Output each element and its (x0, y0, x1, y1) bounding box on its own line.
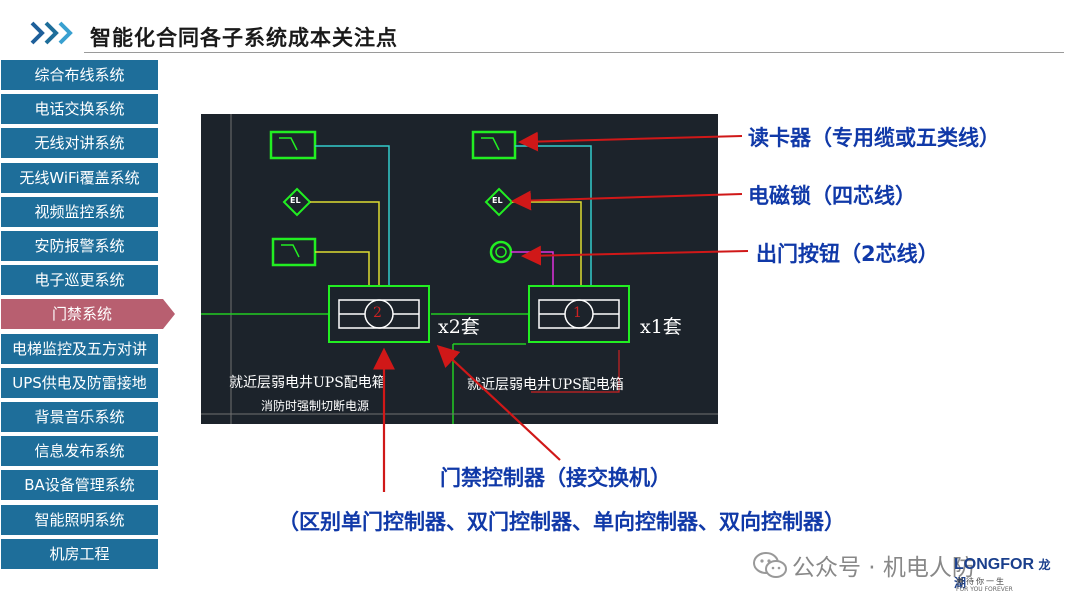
cad-note-left-1: 就近层弱电井UPS配电箱 (229, 375, 386, 391)
sidebar-item[interactable]: 电梯监控及五方对讲 (1, 333, 158, 365)
callout-controller-types: （区别单门控制器、双门控制器、单向控制器、双向控制器） (278, 510, 845, 534)
mag-lock-right (484, 187, 514, 217)
cad-note-left-2: 消防时强制切断电源 (261, 399, 370, 413)
sidebar-item[interactable]: 机房工程 (1, 538, 158, 570)
sidebar-item[interactable]: 视频监控系统 (1, 196, 158, 228)
card-reader-left (269, 130, 317, 160)
door-count-left: 2 (373, 305, 382, 321)
logo-cn: 龙湖 (954, 558, 1051, 590)
sidebar-item[interactable]: 门禁系统 (1, 299, 163, 331)
watermark: 公众号 · 机电人防 (792, 555, 975, 581)
exit-button-left (271, 237, 317, 267)
exit-button-right (489, 240, 513, 264)
controller-box-right (528, 285, 630, 343)
active-indicator-arrow (163, 299, 175, 330)
title-divider (84, 52, 1064, 53)
logo-slogan: 善待你一生 (956, 577, 1006, 586)
longfor-logo: LONGFOR 龙湖 善待你一生 FOR YOU FOREVER (950, 556, 1060, 596)
sidebar-item[interactable]: 综合布线系统 (1, 60, 158, 91)
callout-exit-button: 出门按钮（2芯线） (756, 242, 939, 266)
el-label-left: EL (290, 196, 301, 205)
sidebar-item[interactable]: 电子巡更系统 (1, 265, 158, 297)
sidebar-item[interactable]: 无线对讲系统 (1, 128, 158, 160)
sidebar-item[interactable]: 安防报警系统 (1, 231, 158, 262)
card-reader-right (471, 130, 517, 160)
controller-box-left (328, 285, 430, 343)
callout-card-reader: 读卡器（专用缆或五类线） (748, 126, 1000, 150)
cad-drawing: EL EL 2 1 x2套 x1套 就近层弱电井UPS配电箱 消防时强制切断电源… (201, 114, 718, 424)
sidebar-item[interactable]: 背景音乐系统 (1, 402, 158, 433)
el-label-right: EL (492, 196, 503, 205)
sidebar-item[interactable]: BA设备管理系统 (1, 470, 158, 502)
cad-note-right: 就近层弱电井UPS配电箱 (467, 377, 624, 393)
page-title: 智能化合同各子系统成本关注点 (90, 26, 398, 50)
sidebar-item[interactable]: 无线WiFi覆盖系统 (1, 162, 158, 194)
header: 智能化合同各子系统成本关注点 (0, 0, 1080, 60)
wechat-icon (753, 552, 787, 578)
cad-wiring-svg (201, 114, 718, 424)
chevron-right-icon (30, 21, 73, 45)
logo-en: LONGFOR (954, 556, 1034, 573)
sidebar-item[interactable]: 智能照明系统 (1, 504, 158, 536)
logo-slogan-en: FOR YOU FOREVER (956, 586, 1013, 593)
set-count-left: x2套 (438, 316, 480, 338)
set-count-right: x1套 (640, 316, 682, 338)
sidebar-item[interactable]: 信息发布系统 (1, 436, 158, 468)
mag-lock-left (282, 187, 312, 217)
sidebar-item[interactable]: 电话交换系统 (1, 94, 158, 126)
callout-mag-lock: 电磁锁（四芯线） (748, 184, 916, 208)
callout-controller: 门禁控制器（接交换机） (440, 466, 671, 490)
door-count-right: 1 (573, 305, 582, 321)
sidebar-item[interactable]: UPS供电及防雷接地 (1, 367, 158, 399)
